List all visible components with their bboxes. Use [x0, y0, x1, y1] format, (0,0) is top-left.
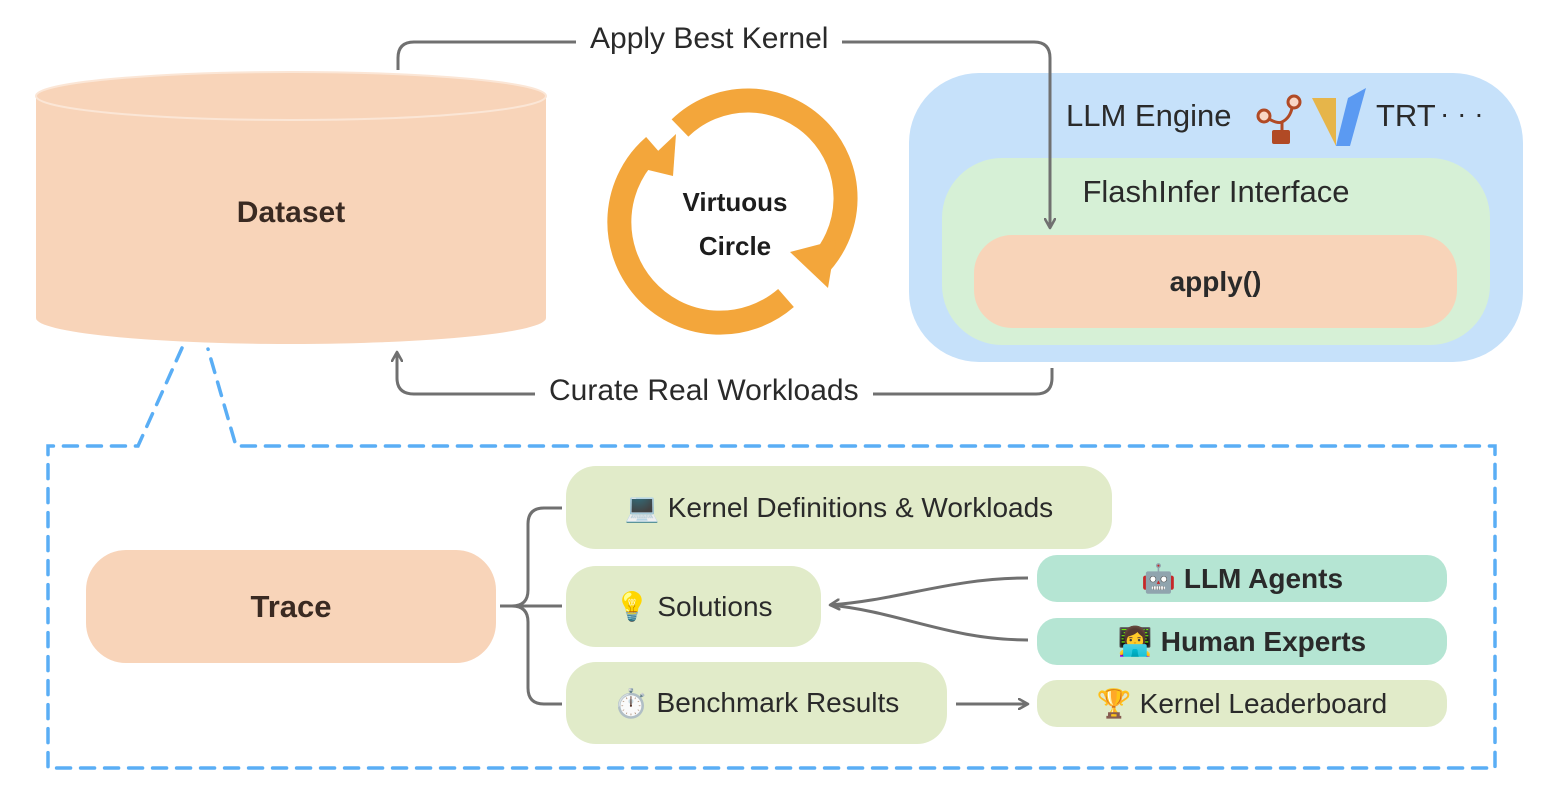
trace-bracket-connector: [500, 506, 562, 706]
dataset-cylinder: [35, 71, 547, 344]
lightbulb-icon: 💡: [614, 590, 650, 623]
trophy-icon: 🏆: [1096, 687, 1132, 720]
sglang-graph-icon: [1256, 94, 1302, 144]
trace-item-benchmark-results: ⏱️ Benchmark Results: [566, 662, 947, 744]
curate-workloads-label: Curate Real Workloads: [535, 374, 873, 408]
flashinfer-interface-label: FlashInfer Interface: [1082, 174, 1350, 209]
stopwatch-icon: ⏱️: [613, 686, 649, 720]
trace-dashed-container: [46, 346, 1497, 770]
more-engines-ellipsis: · · ·: [1440, 98, 1484, 129]
source-human-experts: 👩‍💻 Human Experts: [1037, 618, 1447, 665]
virtuous-circle-arrows: [607, 88, 858, 335]
trt-label: TRT: [1376, 98, 1436, 133]
virtuous-circle-label: Virtuous Circle: [640, 180, 830, 268]
agents-to-solutions-arrow: [830, 576, 1029, 605]
apply-function-box: [974, 235, 1457, 328]
apply-function-label: apply(): [1169, 266, 1262, 297]
virtuous-circle-line2: Circle: [698, 231, 772, 261]
source-label: LLM Agents: [1183, 562, 1344, 594]
source-label: Human Experts: [1160, 625, 1367, 657]
trace-item-kernel-definitions: 💻 Kernel Definitions & Workloads: [566, 466, 1112, 549]
kernel-leaderboard: 🏆 Kernel Leaderboard: [1037, 680, 1447, 727]
trace-item-label: Benchmark Results: [656, 687, 900, 718]
trace-label: Trace: [250, 588, 332, 624]
apply-best-kernel-label: Apply Best Kernel: [576, 22, 843, 56]
technologist-icon: 👩‍💻: [1117, 625, 1153, 658]
trace-box: Trace: [86, 550, 496, 663]
leaderboard-label: Kernel Leaderboard: [1139, 687, 1388, 719]
trace-item-label: Solutions: [657, 590, 773, 622]
dataset-label: Dataset: [236, 196, 346, 229]
trace-item-solutions: 💡 Solutions: [566, 566, 821, 647]
laptop-icon: 💻: [624, 491, 660, 524]
experts-to-solutions-arrow: [829, 603, 1029, 642]
vllm-logo-icon: [1312, 88, 1366, 146]
robot-icon: 🤖: [1140, 562, 1176, 595]
llm-engine-title: LLM Engine: [1066, 98, 1232, 133]
trace-item-label: Kernel Definitions & Workloads: [667, 491, 1054, 523]
source-llm-agents: 🤖 LLM Agents: [1037, 555, 1447, 602]
virtuous-circle-line1: Virtuous: [682, 187, 788, 217]
